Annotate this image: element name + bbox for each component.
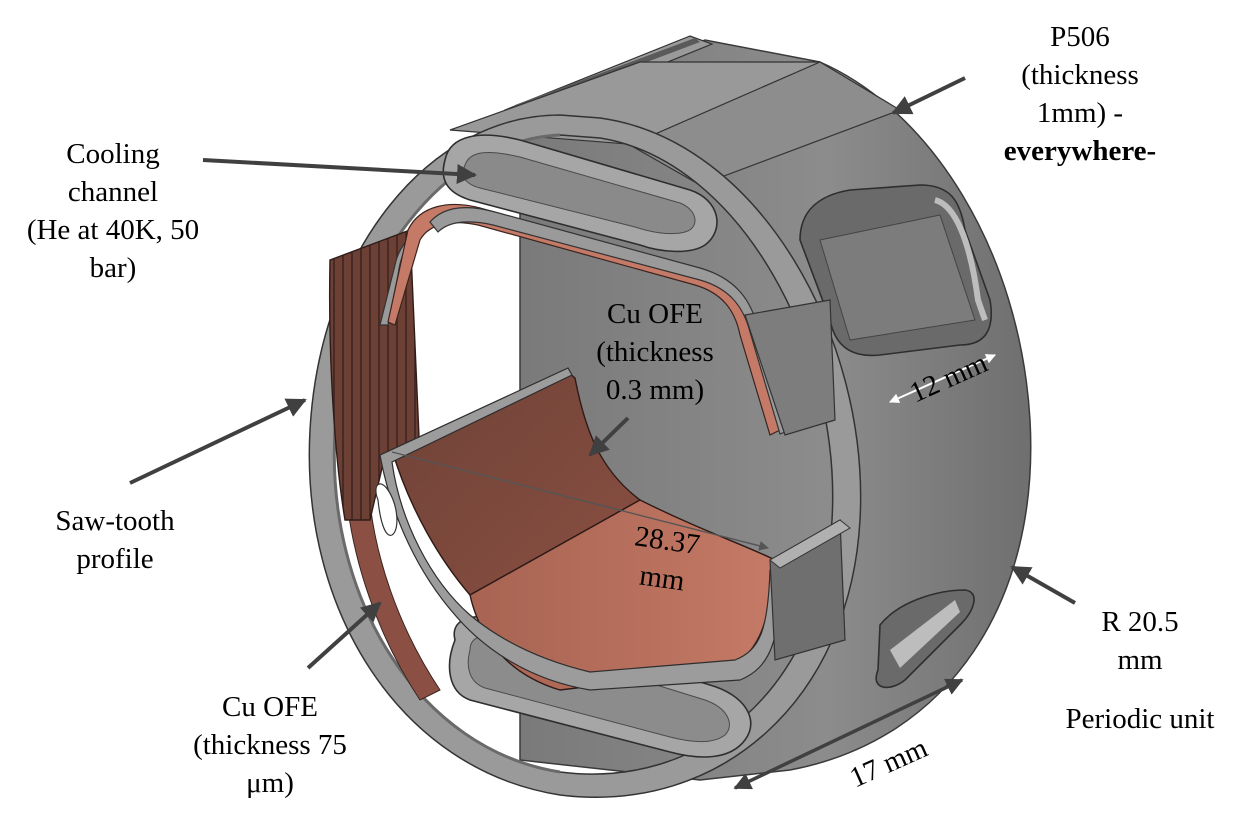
label-cooling-channel: Cooling channel (He at 40K, 50 bar) xyxy=(8,135,218,287)
label-radius-line2: mm xyxy=(1117,644,1163,676)
label-p506-line3: 1mm) - xyxy=(1036,97,1124,129)
label-periodic-unit: Periodic unit xyxy=(1045,700,1235,738)
label-p506-line4: everywhere- xyxy=(1003,135,1157,167)
arrow-cu-inner xyxy=(588,416,630,457)
label-cu-outer-line1: Cu OFE xyxy=(222,691,318,723)
arrow-cu-outer xyxy=(306,601,382,670)
label-cu-outer-line3: μm) xyxy=(246,767,294,799)
label-cooling-line1: Cooling xyxy=(66,138,160,170)
label-cu-inner-line1: Cu OFE xyxy=(607,298,703,330)
label-sawtooth-line1: Saw-tooth xyxy=(55,505,175,537)
inner-screen-upper xyxy=(379,203,836,436)
label-cu-inner-line3: 0.3 mm) xyxy=(605,374,705,406)
label-sawtooth-line2: profile xyxy=(76,543,154,575)
dim-12mm-arrow xyxy=(889,354,996,403)
label-cu-outer-line2: (thickness 75 xyxy=(193,729,347,761)
label-radius: R 20.5 mm xyxy=(1070,603,1210,679)
periodic-slot-upper xyxy=(799,184,992,357)
label-sawtooth: Saw-tooth profile xyxy=(20,502,210,578)
arrow-p506 xyxy=(891,76,966,115)
arrow-cooling xyxy=(202,158,477,184)
arrow-radius xyxy=(1010,565,1076,605)
dim-28mm-arrow xyxy=(391,451,769,551)
ring-opening-left xyxy=(375,483,398,536)
label-p506-line1: P506 xyxy=(1050,21,1110,53)
label-p506: P506 (thickness 1mm) - everywhere- xyxy=(975,18,1185,170)
label-cu-inner-line2: (thickness xyxy=(596,336,714,368)
label-cu-inner: Cu OFE (thickness 0.3 mm) xyxy=(570,295,740,409)
label-periodic-text: Periodic unit xyxy=(1065,703,1215,735)
label-cu-outer: Cu OFE (thickness 75 μm) xyxy=(180,688,360,802)
arrow-sawtooth xyxy=(129,398,307,485)
label-cooling-line3: (He at 40K, 50 xyxy=(26,214,200,246)
label-radius-line1: R 20.5 xyxy=(1101,606,1179,638)
inner-screen-lower xyxy=(379,367,851,691)
label-cooling-line4: bar) xyxy=(89,252,137,284)
label-cooling-line2: channel xyxy=(67,176,159,208)
label-p506-line2: (thickness xyxy=(1021,59,1139,91)
leader-arrows xyxy=(129,76,1076,670)
dim-17mm-arrow xyxy=(733,678,964,790)
cooling-channel-upper xyxy=(442,134,718,253)
